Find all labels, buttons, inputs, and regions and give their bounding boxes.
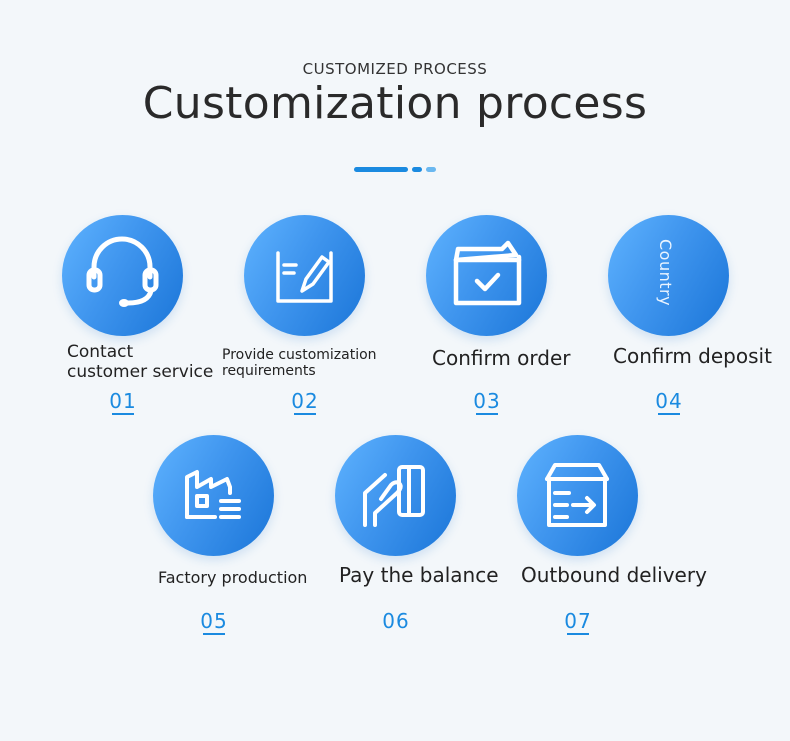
step-number-underline-02 [294, 413, 316, 415]
step-label-02: Provide customization requirements [222, 347, 377, 380]
step-circle-02 [244, 215, 365, 336]
title-divider-dot-light [426, 167, 436, 172]
step-label-04: Confirm deposit [613, 344, 772, 368]
step-circle-06 [335, 435, 456, 556]
step-number-underline-07 [567, 633, 589, 635]
page-title: Customization process [142, 78, 648, 129]
step-circle-03 [426, 215, 547, 336]
step-circle-05 [153, 435, 274, 556]
step-label-05: Factory production [158, 568, 308, 587]
factory-icon [185, 470, 241, 519]
step-number-07: 07 [564, 609, 592, 633]
step-number-03: 03 [473, 389, 501, 413]
box-arrow-icon [545, 463, 609, 527]
step-circle-01 [62, 215, 183, 336]
edit-document-icon [276, 251, 333, 303]
step-label-06: Pay the balance [339, 563, 499, 587]
step-label-01: Contact customer service [67, 342, 214, 382]
headset-icon [86, 236, 159, 307]
step-label-03: Confirm order [432, 346, 571, 370]
title-divider-long [354, 167, 408, 172]
step-number-underline-05 [203, 633, 225, 635]
step-circle-04: Country [608, 215, 729, 336]
title-divider-dot [412, 167, 422, 172]
step-number-underline-04 [658, 413, 680, 415]
step-number-01: 01 [109, 389, 137, 413]
step-number-02: 02 [291, 389, 319, 413]
step-label-07: Outbound delivery [521, 563, 707, 587]
hand-card-icon [363, 465, 425, 527]
step-number-04: 04 [655, 389, 683, 413]
step-number-06: 06 [382, 609, 410, 633]
step-number-underline-03 [476, 413, 498, 415]
folder-check-icon [453, 240, 522, 306]
country-text-icon: Country [656, 239, 675, 307]
section-eyebrow: CUSTOMIZED PROCESS [302, 60, 488, 78]
step-number-05: 05 [200, 609, 228, 633]
step-number-underline-01 [112, 413, 134, 415]
step-circle-07 [517, 435, 638, 556]
